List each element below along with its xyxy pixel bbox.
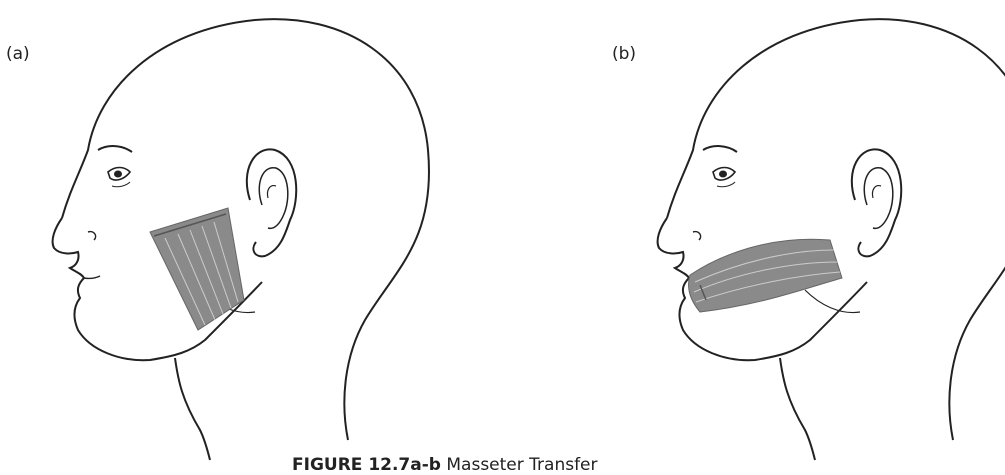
head-a bbox=[53, 19, 429, 460]
figure-number: FIGURE 12.7a-b bbox=[292, 455, 441, 475]
masseter-muscle-a bbox=[150, 208, 244, 330]
figure-title: Masseter Transfer bbox=[446, 455, 597, 475]
head-b bbox=[658, 19, 1005, 460]
figure-caption: FIGURE 12.7a-b Masseter Transfer bbox=[292, 455, 598, 475]
